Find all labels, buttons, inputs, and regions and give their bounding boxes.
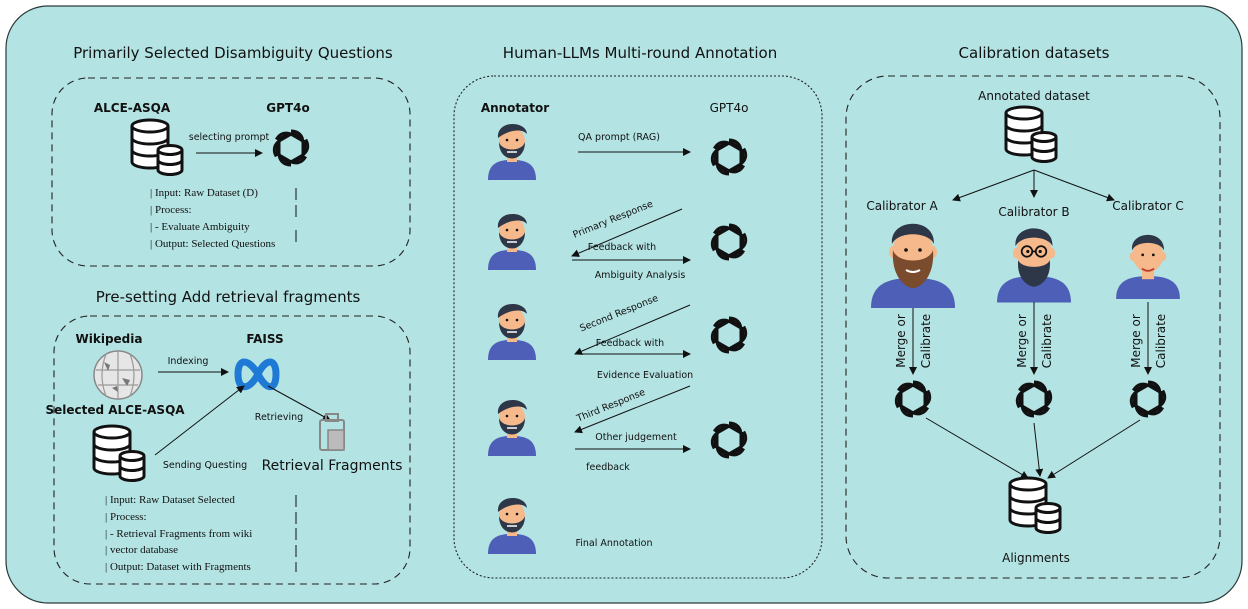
feedback-label: feedback xyxy=(586,462,630,473)
to-calibrator-c-arrow xyxy=(1033,169,1115,202)
panel2-process-line-4: | vector database xyxy=(105,544,178,556)
faiss-infinity-icon xyxy=(234,358,280,391)
second-response-arrow xyxy=(574,304,691,355)
calibrator-b-avatar xyxy=(997,228,1071,303)
merge-or-label-a: Merge or xyxy=(894,314,908,368)
indexing-label: Indexing xyxy=(168,356,209,367)
panel4-title: Calibration datasets xyxy=(959,44,1110,62)
a-to-alignments-arrow xyxy=(925,417,1029,479)
panel2-title: Pre-setting Add retrieval fragments xyxy=(96,288,361,306)
retrieving-arrow xyxy=(267,385,331,421)
panel2-box xyxy=(53,315,411,585)
panel2-process-line-1: | Input: Raw Dataset Selected xyxy=(105,494,235,506)
panel1-process-line-4: | Output: Selected Questions xyxy=(150,238,275,250)
feedback-ambiguity-label: Feedback with xyxy=(588,242,656,253)
calibrator-a-avatar xyxy=(871,223,955,308)
faiss-label: FAISS xyxy=(246,332,283,346)
primary-response-arrow xyxy=(571,208,683,257)
sending-arrow xyxy=(154,385,245,456)
panel1-box xyxy=(51,77,411,267)
merge-or-label-c: Merge or xyxy=(1129,314,1143,368)
other-judgement-label: Other judgement xyxy=(595,432,677,443)
panel1-process-line-2: | Process: xyxy=(150,204,192,216)
calibrator-c-avatar xyxy=(1116,234,1180,299)
calibrate-label-b: Calibrate xyxy=(1040,314,1054,368)
calibrator-a-label: Calibrator A xyxy=(866,199,938,213)
panel4-box xyxy=(845,75,1221,579)
panel2-process-line-2: | Process: xyxy=(105,511,147,523)
calibrate-label-a: Calibrate xyxy=(919,314,933,368)
alignments-label: Alignments xyxy=(1002,551,1070,565)
panel1-process-line-1: | Input: Raw Dataset (D) xyxy=(150,187,258,199)
merge-or-label-b: Merge or xyxy=(1015,314,1029,368)
retrieval-fragments-label: Retrieval Fragments xyxy=(262,458,403,474)
qa-prompt-label: QA prompt (RAG) xyxy=(578,132,660,143)
retrieving-label: Retrieving xyxy=(255,412,303,423)
calibrate-label-c: Calibrate xyxy=(1154,314,1168,368)
ambiguity-analysis-label: Ambiguity Analysis xyxy=(595,270,686,281)
selected-asqa-label: Selected ALCE-ASQA xyxy=(45,403,185,417)
wikipedia-globe-icon xyxy=(93,350,143,400)
calibrator-c-label: Calibrator C xyxy=(1112,199,1183,213)
feedback-evidence-label: Feedback with xyxy=(596,338,664,349)
panel1-title: Primarily Selected Disambiguity Question… xyxy=(73,44,393,62)
panel1-target-label: GPT4o xyxy=(266,101,309,115)
to-calibrator-a-arrow xyxy=(952,169,1035,202)
document-icon xyxy=(319,413,345,451)
wikipedia-label: Wikipedia xyxy=(76,332,143,346)
c-to-alignments-arrow xyxy=(1047,419,1141,479)
calibrator-b-label: Calibrator B xyxy=(998,205,1069,219)
panel3-gpt-label: GPT4o xyxy=(710,101,749,115)
panel3-title: Human-LLMs Multi-round Annotation xyxy=(503,44,777,62)
background-panel xyxy=(5,5,1243,604)
panel3-box xyxy=(453,75,823,579)
panel1-arrow-label: selecting prompt xyxy=(189,132,270,143)
panel2-process-line-3: | - Retrieval Fragments from wiki xyxy=(105,528,252,540)
panel1-source-label: ALCE-ASQA xyxy=(94,101,171,115)
final-annotation-label: Final Annotation xyxy=(575,538,652,549)
annotator-label: Annotator xyxy=(481,101,549,115)
annotated-dataset-label: Annotated dataset xyxy=(978,89,1090,103)
third-response-arrow xyxy=(574,385,691,434)
sending-label: Sending Questing xyxy=(163,460,247,471)
panel2-process-line-5: | Output: Dataset with Fragments xyxy=(105,561,251,573)
b-to-alignments-arrow xyxy=(1033,422,1044,477)
evidence-evaluation-label: Evidence Evaluation xyxy=(597,370,693,381)
panel1-process-line-3: | - Evaluate Ambiguity xyxy=(150,221,250,233)
